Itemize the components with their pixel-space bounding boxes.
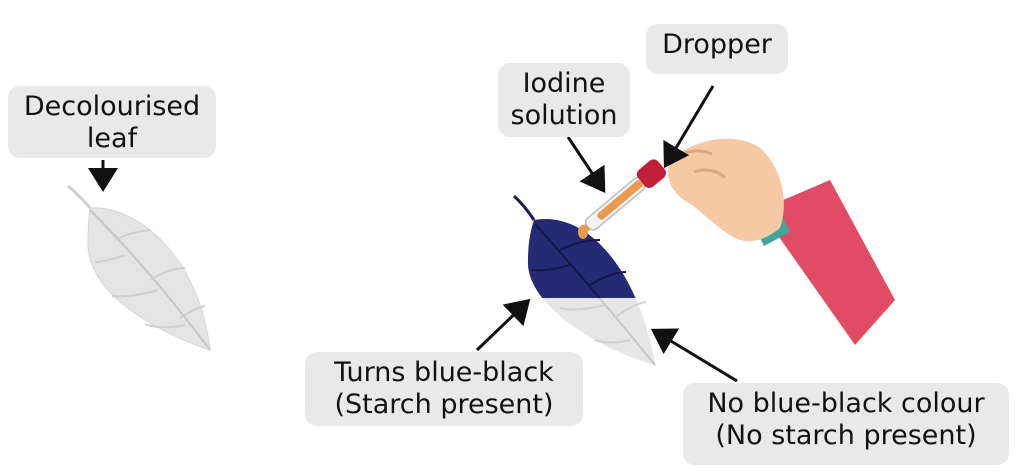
blue-black-label: Turns blue-black (Starch present) [305, 352, 583, 426]
decolourised-leaf-icon [67, 184, 211, 351]
stained-leaf-icon [512, 194, 656, 366]
dropper-icon [578, 159, 666, 235]
dropper-arrow [663, 85, 715, 169]
no-blue-line2: (No starch present) [715, 420, 977, 451]
iodine-line2: solution [510, 100, 618, 131]
iodine-arrow [566, 136, 606, 193]
blue-black-line1: Turns blue-black [334, 357, 554, 388]
iodine-solution-label: Iodine solution [498, 63, 630, 137]
decolourised-leaf-label: Decolourised leaf [8, 86, 216, 158]
blue-black-line2: (Starch present) [334, 389, 554, 420]
no-blue-black-label: No blue-black colour (No starch present) [683, 383, 1009, 465]
no-blue-line1: No blue-black colour [707, 388, 985, 419]
no-blue-arrow [650, 328, 738, 383]
blue-black-arrow [475, 298, 531, 352]
decolourised-line2: leaf [86, 123, 138, 154]
iodine-line1: Iodine [522, 68, 606, 99]
decolourised-line1: Decolourised [23, 91, 201, 122]
dropper-line1: Dropper [662, 29, 772, 60]
dropper-label: Dropper [646, 24, 788, 74]
hand-icon [668, 138, 895, 345]
